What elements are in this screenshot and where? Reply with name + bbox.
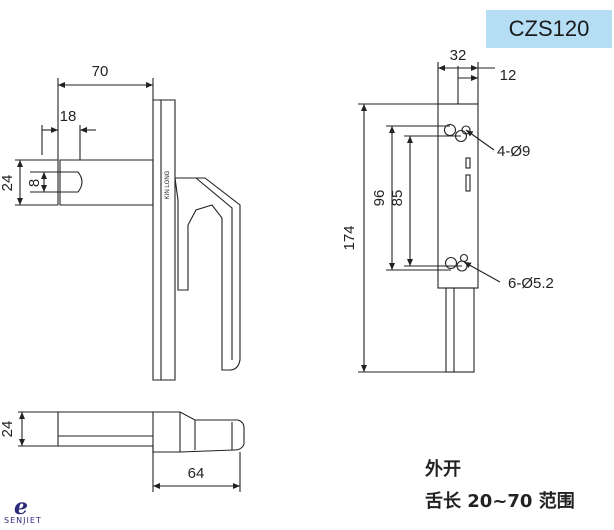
dim-front-offset: 18 [60,108,77,125]
dim-bottom-height: 24 [0,421,16,438]
logo-text: SENJIET [4,516,42,525]
callout-bottom-holes: 6-Ø5.2 [508,275,554,292]
dim-front-width: 70 [92,63,109,80]
dim-side-offset: 12 [500,67,517,84]
caption-opening: 外开 [425,459,461,480]
callout-top-holes: 4-Ø9 [497,143,530,160]
dim-side-total-height: 174 [341,225,358,250]
handle-brand-label: KIN LONG [165,170,171,199]
dim-front-height-inner: 8 [26,179,43,187]
bottom-view [18,411,245,492]
model-label: CZS120 [486,10,612,48]
dim-side-hole-spacing-inner: 85 [389,190,406,207]
dim-side-hole-spacing-outer: 96 [371,190,388,207]
logo-mark: e [14,494,28,520]
dim-side-width: 32 [450,47,467,64]
front-view [15,78,241,381]
logo: e SENJIET [4,494,74,528]
caption-tongue-range: 舌长 20~70 范围 [425,491,575,512]
side-view [358,62,501,373]
dim-bottom-length: 64 [188,465,205,482]
dim-front-height-outer: 24 [0,175,16,192]
